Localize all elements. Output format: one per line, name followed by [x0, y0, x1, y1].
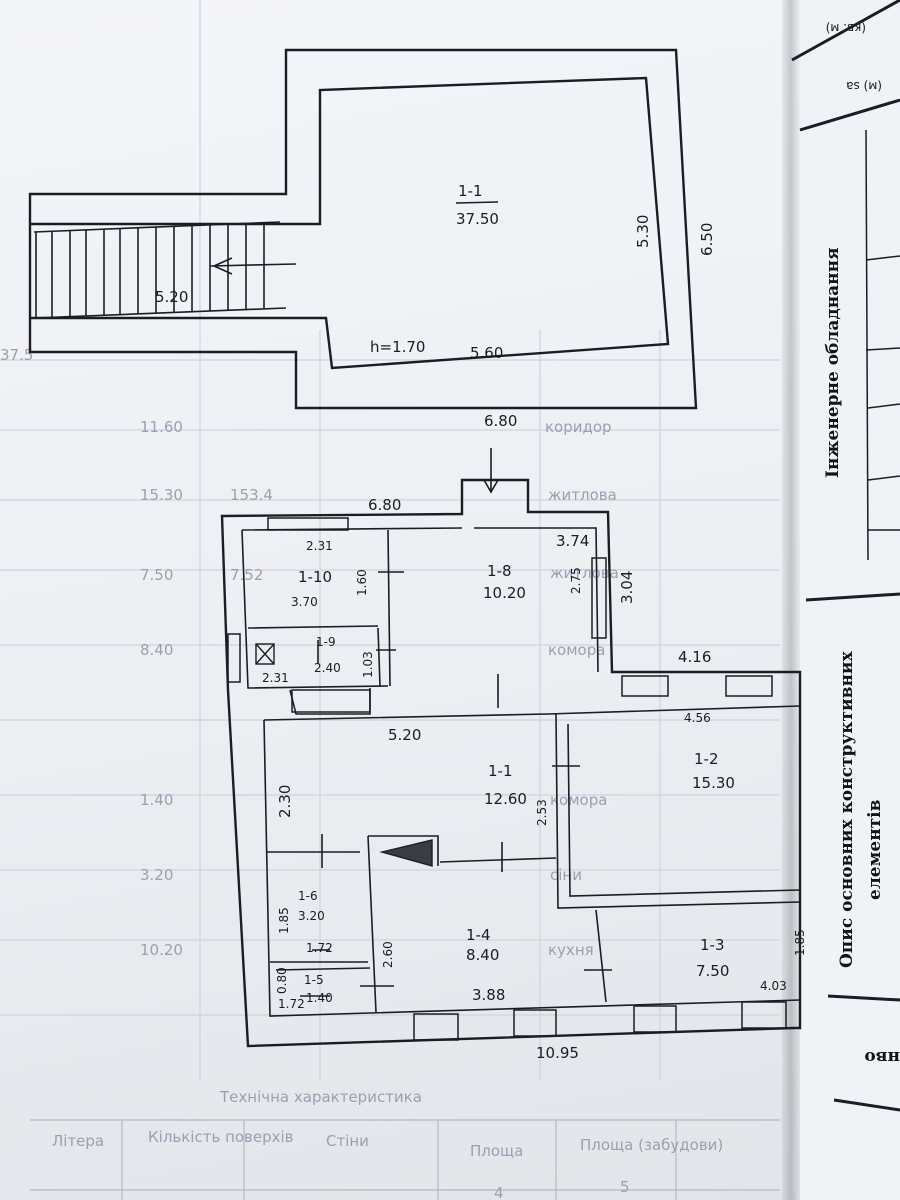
- room-area: 2.40: [314, 661, 341, 675]
- room-area: 12.60: [484, 790, 527, 808]
- ghost-value: 7.50: [140, 566, 173, 584]
- basement-inner-width: 5.60: [470, 344, 503, 362]
- ghost-value: 10.20: [140, 941, 183, 959]
- dim-room5-width: 1.72: [278, 997, 305, 1011]
- dim-room10-depth: 1.60: [355, 569, 369, 596]
- dim-room4-height: 2.60: [381, 941, 395, 968]
- basement-outer-depth: 6.50: [698, 223, 716, 256]
- basement-room-id: 1-1: [458, 182, 483, 200]
- basement-plan: 1-1 37.50 5.60 6.80 5.20 h=1.70 5.30 6.5…: [28, 48, 716, 430]
- bottom-table-header: Площа: [470, 1142, 523, 1160]
- ghost-value: 1.40: [140, 791, 173, 809]
- bottom-table-number: 5: [620, 1178, 630, 1196]
- bottom-table-header: Кількість поверхів: [148, 1128, 294, 1146]
- room-id: 1-1: [488, 762, 513, 780]
- right-unit-second: (м) sa: [846, 79, 882, 93]
- ghost-grid: [0, 0, 780, 1080]
- ghost-label: кухня: [548, 941, 594, 959]
- room-id: 1-4: [466, 926, 491, 944]
- dim-room10-width: 2.31: [306, 539, 333, 553]
- ground-inner-wall: [241, 527, 801, 1017]
- ghost-label: комора: [550, 791, 607, 809]
- right-unit-top: (кв. м): [826, 21, 866, 35]
- basement-room-area: 37.50: [456, 210, 499, 228]
- dim-room5-height: 0.80: [275, 967, 289, 994]
- ghost-text: коридор житлова житлова комора комора сі…: [0, 346, 619, 959]
- bottom-table-number: 4: [494, 1184, 504, 1200]
- room-area: 1.40: [306, 991, 333, 1005]
- page-fold: [782, 0, 800, 1200]
- room-id: 1-9: [316, 635, 336, 649]
- dim-room8-width: 3.74: [556, 532, 589, 550]
- bottom-table-header: Літера: [52, 1132, 104, 1150]
- window-marks: [227, 517, 787, 1041]
- heading-structural-line2: елементів: [865, 799, 885, 900]
- dim-top-overall: 6.80: [368, 496, 401, 514]
- basement-inner-depth: 5.30: [634, 215, 652, 248]
- room-area: 8.40: [466, 946, 499, 964]
- basement-height: h=1.70: [370, 338, 425, 356]
- room-id: 1-8: [487, 562, 512, 580]
- basement-stair: [33, 221, 297, 319]
- ghost-value: 153.4: [230, 486, 273, 504]
- room-area: 3.20: [298, 909, 325, 923]
- room-id: 1-5: [304, 973, 324, 987]
- basement-outer-wall: [28, 48, 698, 410]
- ghost-value: 15.30: [140, 486, 183, 504]
- basement-stair-length: 5.20: [155, 288, 188, 306]
- basement-stair-hatch: [255, 643, 433, 867]
- bottom-table-header: Стіни: [326, 1132, 369, 1150]
- ghost-value: 37.5: [0, 346, 33, 364]
- ground-outer-wall: [220, 478, 802, 1048]
- dim-ext-width-top: 4.16: [678, 648, 711, 666]
- bottom-table-text: Технічна характеристика Літера Кількість…: [52, 1088, 723, 1200]
- room-id: 1-3: [700, 936, 725, 954]
- heading-engineering: Інженерне обладнання: [823, 247, 843, 478]
- room-id: 1-2: [694, 750, 719, 768]
- ghost-label: житлова: [550, 564, 619, 582]
- dim-hall-side: 2.53: [535, 799, 549, 826]
- ground-floor-plan: 1-8 10.20 1-10 3.70 1-9 2.40 1-1 12.60 1…: [220, 478, 807, 1062]
- dim-room4-width: 3.88: [472, 986, 505, 1004]
- room-area: 3.70: [291, 595, 318, 609]
- right-page-form: (кв. м) (м) sa Інженерне обладнання Опис…: [791, 0, 900, 1112]
- heading-structural-line1: Опис основних конструктивних: [837, 650, 857, 968]
- room-id: 1-10: [298, 568, 332, 586]
- dim-room6-width: 1.72: [306, 941, 333, 955]
- dim-room9-width: 2.31: [262, 671, 289, 685]
- ghost-value: 7.52: [230, 566, 263, 584]
- dim-room6-height: 1.85: [277, 907, 291, 934]
- ghost-label: комора: [548, 641, 605, 659]
- right-bottom-label: нво: [864, 1047, 900, 1067]
- ghost-value: 8.40: [140, 641, 173, 659]
- bottom-table-header: Площа (забудови): [580, 1136, 723, 1154]
- dim-hall-width: 5.20: [388, 726, 421, 744]
- door-marks: [300, 571, 612, 997]
- bottom-table-title: Технічна характеристика: [219, 1088, 422, 1106]
- dim-room2-width: 4.56: [684, 711, 711, 725]
- dim-room8-depth: 2.75: [569, 567, 583, 594]
- ghost-label: коридор: [545, 418, 612, 436]
- basement-outer-width: 6.80: [484, 412, 517, 430]
- room-area: 15.30: [692, 774, 735, 792]
- entrance-arrow-icon: [483, 448, 499, 494]
- dim-room3-width: 4.03: [760, 979, 787, 993]
- room-id: 1-6: [298, 889, 318, 903]
- bottom-table: [30, 1119, 780, 1200]
- ghost-label: сіни: [550, 866, 582, 884]
- ghost-value: 11.60: [140, 418, 183, 436]
- ghost-value: 3.20: [140, 866, 173, 884]
- room-area: 10.20: [483, 584, 526, 602]
- dim-room9-depth: 1.03: [361, 651, 375, 678]
- dim-hall-height: 2.30: [276, 785, 294, 818]
- dim-bottom-overall: 10.95: [536, 1044, 579, 1062]
- room-area: 7.50: [696, 962, 729, 980]
- dim-right-wing: 3.04: [618, 571, 636, 604]
- ghost-label: житлова: [548, 486, 617, 504]
- dim-room3-height: 1.85: [793, 929, 807, 956]
- basement-inner-wall: [30, 76, 670, 370]
